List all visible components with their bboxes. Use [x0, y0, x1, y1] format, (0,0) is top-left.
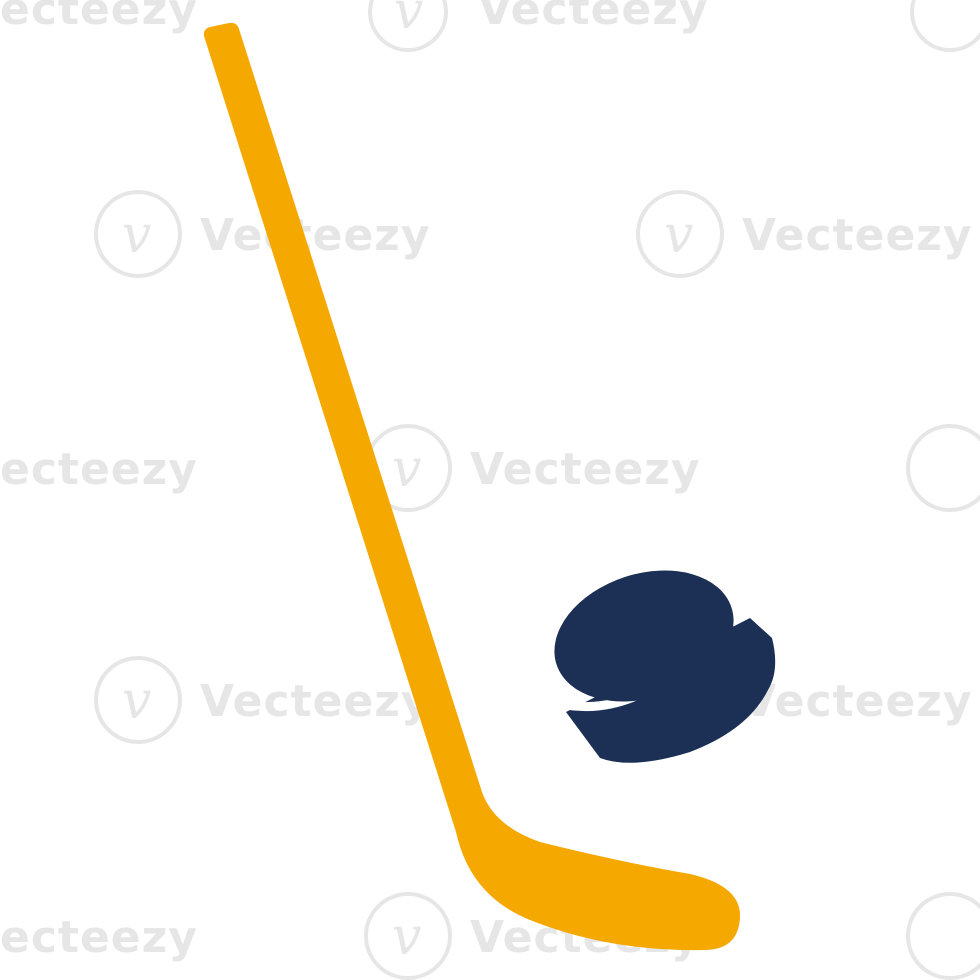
watermark-text: ecteezy	[0, 912, 198, 963]
watermark-logo-icon	[910, 0, 980, 52]
watermark-row4-left: v Vecteezy	[94, 656, 431, 744]
watermark-logo-icon	[636, 190, 724, 278]
watermark-text: Vecteezy	[200, 676, 431, 727]
watermark-logo-icon	[94, 656, 182, 744]
watermark-row2-right: v Vecteezy	[636, 190, 973, 278]
watermark-logo-letter: v	[122, 205, 151, 265]
watermark-text: Vecteezy	[742, 676, 973, 727]
watermark-row3-left: ecteezy	[0, 444, 198, 495]
watermark-logo-letter: v	[664, 205, 693, 265]
watermark-row3-right	[906, 424, 980, 512]
watermark-text: ecteezy	[0, 0, 198, 35]
watermark-top-right	[910, 0, 980, 52]
watermark-row5-right	[906, 892, 980, 980]
watermark-text: Vecteezy	[742, 210, 973, 261]
watermark-text: Vecteezy	[478, 0, 709, 35]
puck-top	[554, 570, 734, 702]
watermark-row2-left: v Vecteezy	[94, 190, 431, 278]
watermark-logo-letter: v	[392, 907, 421, 967]
watermark-logo-letter: v	[392, 439, 421, 499]
watermark-text: Vecteezy	[200, 210, 431, 261]
watermark-text: ecteezy	[0, 444, 198, 495]
watermark-logo-icon	[906, 424, 980, 512]
watermark-logo-icon	[906, 892, 980, 980]
hockey-stick-icon	[203, 22, 741, 951]
hockey-puck-icon	[554, 570, 776, 763]
watermark-row3-center: v Vecteezy	[364, 424, 701, 512]
watermark-logo-letter: v	[394, 0, 423, 41]
watermark-logo-icon	[94, 190, 182, 278]
watermark-logo-icon	[368, 0, 448, 52]
watermark-top-left: ecteezy	[0, 0, 198, 35]
watermark-top-center: v Vecteezy	[368, 0, 709, 52]
watermark-logo-icon	[364, 892, 452, 980]
watermark-logo-letter: v	[122, 671, 151, 731]
watermark-row5-left: ecteezy	[0, 912, 198, 963]
watermark-text: Vecteezy	[470, 444, 701, 495]
